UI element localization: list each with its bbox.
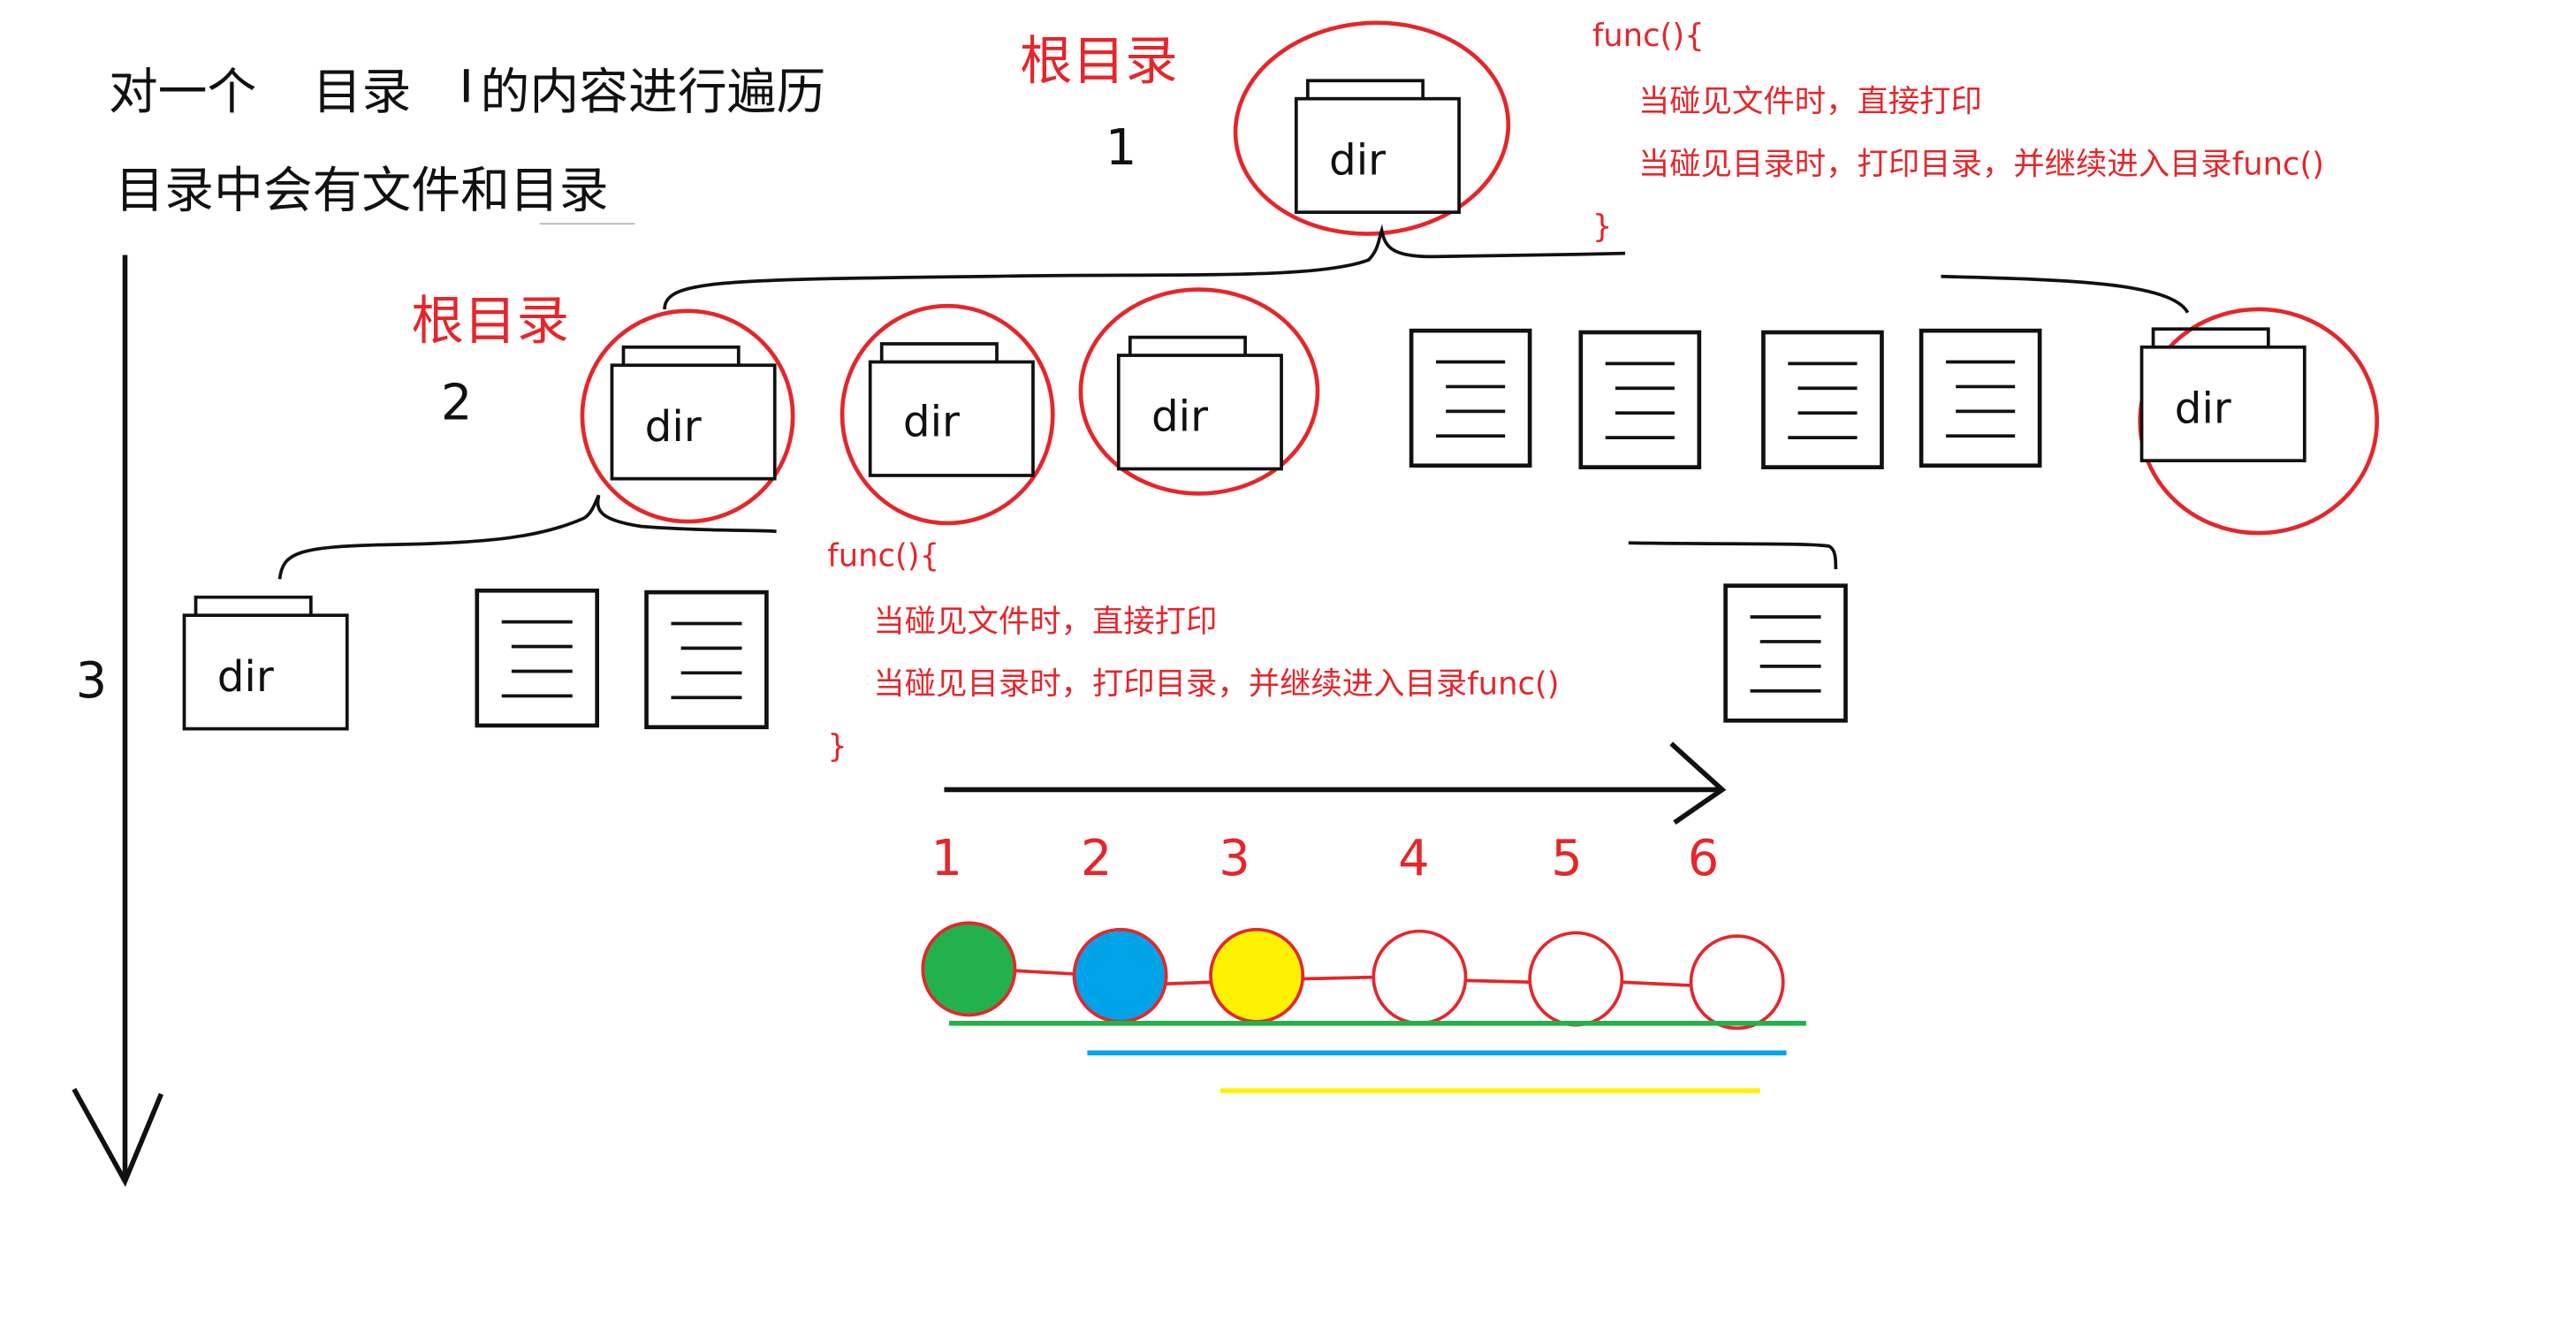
func-top-close: } [1592,209,1613,245]
func-top-open: func(){ [1592,18,1705,54]
text-cursor [463,69,469,103]
folder-label: dir [1151,392,1208,442]
heading-line-2: 目录中会有文件和目录 [115,163,608,220]
sequence-links [1014,969,1691,987]
folder-label: dir [645,402,702,452]
seq-number-5: 5 [1551,830,1583,887]
right-arrow-icon [944,742,1727,825]
seq-number-3: 3 [1219,830,1250,887]
heading-part-2: 目录 [313,64,412,121]
seq-number-1: 1 [931,830,963,887]
sequence-node-1 [921,921,1017,1017]
level2-dir4-highlight [2138,307,2380,536]
document-icon [1578,330,1702,469]
document-icon [1409,328,1532,468]
folder-label: dir [217,652,274,702]
func-top-line1: 当碰见文件时，直接打印 [1638,84,1982,120]
folder-icon: dir [182,595,349,731]
level2-dir2-highlight [840,303,1055,526]
brace-level1-right [1941,274,2190,314]
document-icon [1761,330,1884,469]
folder-icon: dir [868,342,1035,477]
root-dir-label-level2: 根目录 [411,291,569,352]
brace-level2-right [1628,541,1838,570]
sequence-node-2 [1072,927,1168,1023]
heading-part-1: 对一个 [109,64,256,121]
sequence-nodes [921,921,1785,1031]
folder-icon: dir [2139,327,2306,463]
folder-icon: dir [1294,79,1461,214]
brace-level1-to-level2 [663,224,1626,310]
level-2-label: 2 [441,375,473,432]
document-icon [644,590,769,730]
document-icon [1723,583,1848,723]
level2-dir3-highlight [1078,287,1320,496]
folder-icon: dir [1116,335,1283,471]
seq-number-4: 4 [1398,830,1430,887]
func-top-line2: 当碰见目录时，打印目录，并继续进入目录func() [1638,146,2324,182]
folder-label: dir [1329,135,1386,185]
func-mid-close: } [827,728,847,765]
root-dir-label-top: 根目录 [1020,31,1178,92]
func-mid-open: func(){ [827,537,939,574]
down-arrow-icon [72,255,163,1187]
heading-part-3: 的内容进行遍历 [481,64,826,121]
level-3-label: 3 [76,652,108,710]
document-icon [475,588,600,728]
sequence-node-3 [1209,927,1305,1023]
sequence-node-6 [1689,934,1785,1031]
seq-number-6: 6 [1688,830,1720,887]
sequence-numbers: 1 2 3 4 5 6 [931,830,1720,887]
folder-label: dir [2175,384,2231,433]
sequence-node-4 [1372,929,1468,1025]
level2-dir1-highlight [580,308,795,524]
folder-label: dir [903,397,960,446]
sequence-underlines [949,1020,1806,1093]
brace-level2-to-level3 [277,494,777,580]
func-mid-line2: 当碰见目录时，打印目录，并继续进入目录func() [873,666,1559,703]
func-mid-line1: 当碰见文件时，直接打印 [873,604,1217,640]
folder-icon: dir [610,345,777,481]
seq-number-2: 2 [1081,830,1113,887]
level-1-label: 1 [1106,119,1137,177]
sequence-node-5 [1528,931,1624,1027]
document-icon [1919,328,2042,468]
